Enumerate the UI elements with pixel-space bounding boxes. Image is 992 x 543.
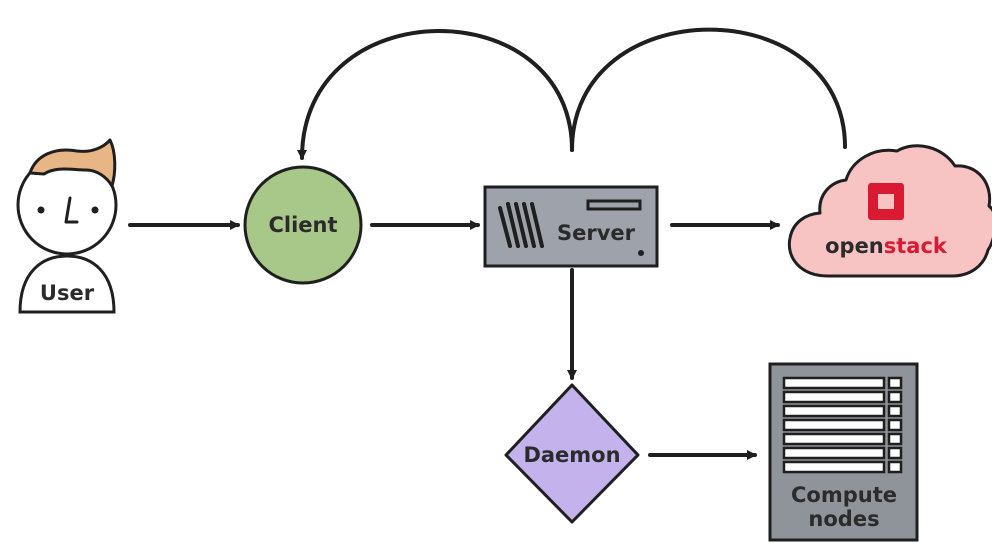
daemon-diamond bbox=[504, 383, 640, 524]
user-hair bbox=[28, 138, 117, 188]
openstack-wordmark: openstack bbox=[825, 234, 948, 258]
edge-server-client-arc bbox=[297, 29, 574, 160]
client-node: Client bbox=[243, 165, 363, 285]
server-label: Server bbox=[557, 221, 636, 245]
user-body bbox=[18, 254, 116, 314]
openstack-logo bbox=[868, 183, 904, 220]
user-node: User bbox=[16, 138, 118, 314]
edge-openstack-server-arc bbox=[570, 27, 847, 152]
compute-label-line1: Compute bbox=[791, 483, 897, 507]
user-label: User bbox=[40, 281, 95, 305]
server-rack-icon bbox=[782, 376, 903, 474]
daemon-node: Daemon bbox=[504, 383, 640, 524]
client-circle bbox=[243, 165, 363, 285]
compute-node: Compute nodes bbox=[768, 362, 919, 542]
server-drive-slot bbox=[586, 199, 642, 211]
openstack-node: openstack bbox=[787, 144, 992, 278]
user-nose bbox=[64, 196, 79, 224]
compute-label-line2: nodes bbox=[808, 507, 879, 531]
edges bbox=[128, 27, 847, 460]
server-icon bbox=[498, 202, 544, 248]
server-led bbox=[638, 250, 644, 256]
openstack-wordmark-stack: stack bbox=[884, 234, 948, 258]
server-node: Server bbox=[483, 185, 659, 268]
daemon-label: Daemon bbox=[523, 443, 620, 467]
user-right-eye bbox=[91, 206, 99, 214]
openstack-wordmark-open: open bbox=[825, 234, 884, 258]
user-left-eye bbox=[37, 206, 45, 214]
client-label: Client bbox=[268, 213, 337, 237]
